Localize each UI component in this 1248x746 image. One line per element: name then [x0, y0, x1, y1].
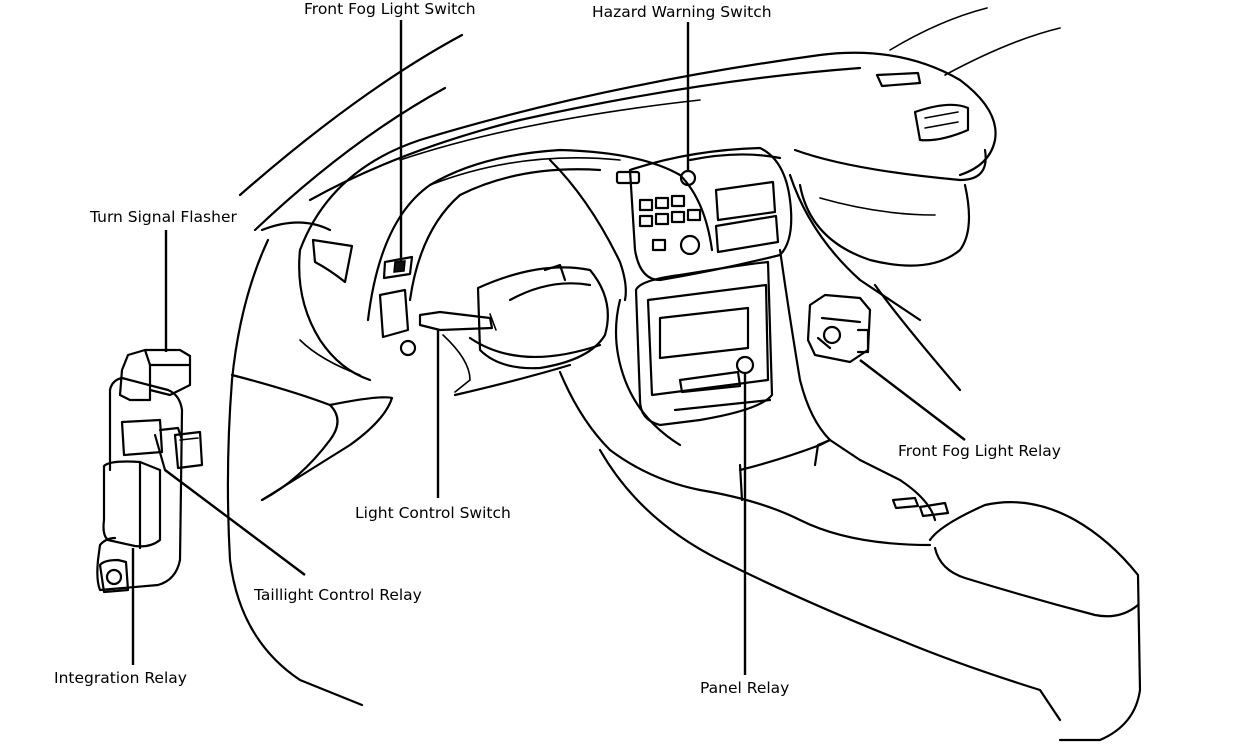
- leader-lines: [131, 20, 966, 675]
- label-light-control-switch: Light Control Switch: [355, 504, 511, 522]
- floor-console: [598, 438, 1142, 742]
- label-integration-relay: Integration Relay: [54, 669, 187, 687]
- dash-right: [793, 148, 987, 392]
- center-console: [558, 146, 922, 492]
- front-fog-light-relay-part: [806, 293, 872, 364]
- integration-relay-part: [98, 460, 162, 594]
- label-hazard-warning-switch: Hazard Warning Switch: [592, 3, 772, 21]
- label-front-fog-light-switch: Front Fog Light Switch: [304, 0, 476, 18]
- taillight-control-relay-part: [120, 418, 204, 472]
- callout-labels: Front Fog Light Switch Hazard Warning Sw…: [54, 0, 1061, 697]
- leader-front-fog-light-relay: [859, 359, 966, 441]
- turn-signal-flasher-part: [118, 348, 192, 402]
- label-turn-signal-flasher: Turn Signal Flasher: [89, 208, 237, 226]
- steering-wheel: [418, 263, 609, 397]
- leader-taillight-control-relay: [164, 469, 306, 576]
- hazard-button-cluster: [638, 169, 702, 256]
- relay-cluster-left: [96, 348, 204, 594]
- dashboard-top: [298, 51, 997, 252]
- label-taillight-control-relay: Taillight Control Relay: [253, 586, 422, 604]
- label-panel-relay: Panel Relay: [700, 679, 789, 697]
- label-front-fog-light-relay: Front Fog Light Relay: [898, 442, 1061, 460]
- windshield-outline: [238, 7, 1061, 232]
- dash-left-side: [226, 221, 394, 707]
